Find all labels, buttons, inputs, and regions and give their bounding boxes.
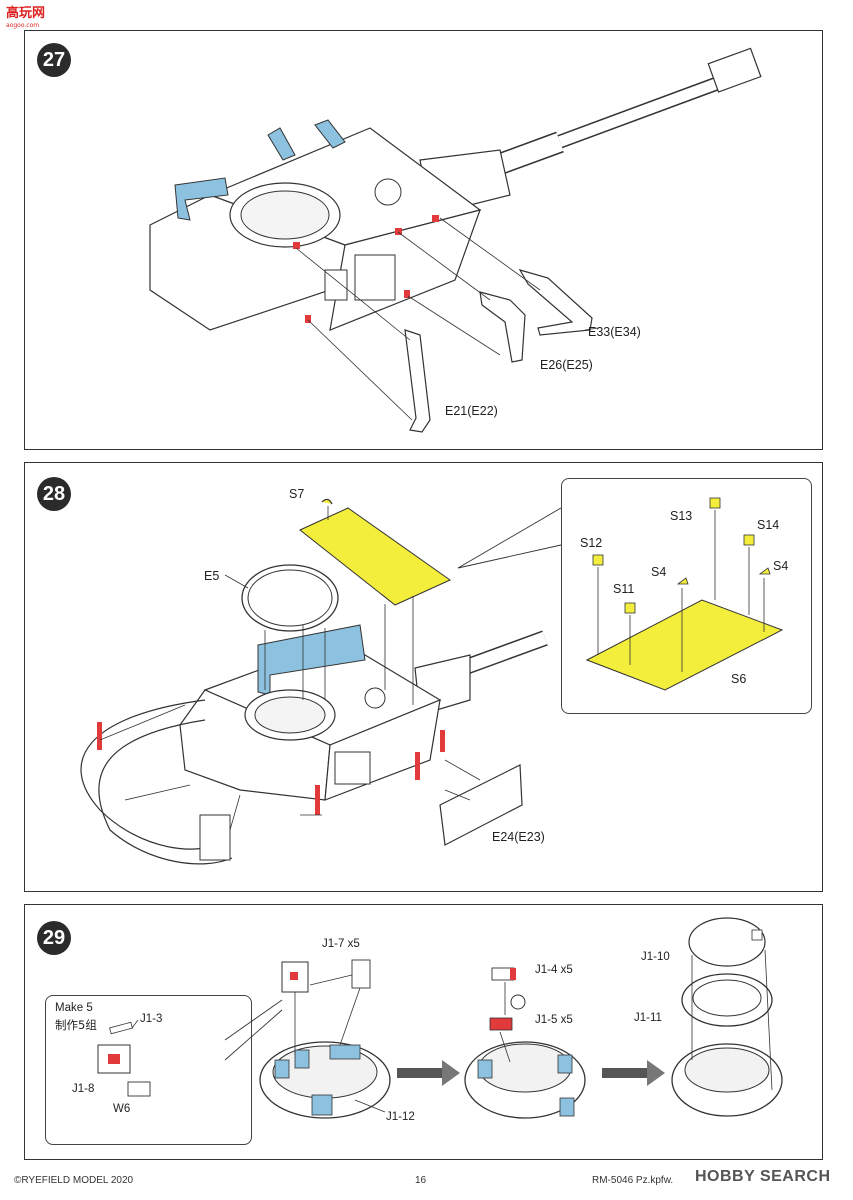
inset-label-s13: S13: [670, 509, 693, 523]
label-j1-10: J1-10: [641, 951, 670, 963]
watermark-subtext: aogoo.com: [6, 22, 40, 29]
label-j1-5: J1-5 x5: [535, 1014, 573, 1026]
footer-product: RM-5046 Pz.kpfw.: [592, 1175, 674, 1186]
step-29-badge: 29: [37, 921, 71, 955]
subassembly-box: [45, 995, 252, 1145]
inset-label-s6: S6: [731, 672, 747, 686]
label-e26: E26(E25): [540, 358, 593, 372]
label-s7: S7: [289, 487, 305, 501]
footer-page-number: 16: [415, 1175, 427, 1186]
inset-label-s14: S14: [757, 518, 780, 532]
inset-label-s12: S12: [580, 536, 603, 550]
label-e5: E5: [204, 569, 220, 583]
label-j1-7: J1-7 x5: [322, 938, 360, 950]
label-e21: E21(E22): [445, 404, 498, 418]
label-j1-12: J1-12: [386, 1111, 415, 1123]
label-j1-4: J1-4 x5: [535, 964, 573, 976]
watermark-text: 高玩网: [6, 6, 46, 21]
subassembly-title-cn: 制作5组: [55, 1018, 97, 1032]
label-e24: E24(E23): [492, 830, 545, 844]
footer-copyright: ©RYEFIELD MODEL 2020: [14, 1175, 134, 1186]
subassembly-title: Make 5: [55, 1002, 93, 1014]
brand-logo: HOBBY SEARCH: [695, 1168, 831, 1185]
watermark-logo: 高玩网 aogoo.com: [6, 2, 45, 29]
label-j1-3: J1-3: [140, 1013, 163, 1025]
label-j1-11: J1-11: [634, 1012, 662, 1024]
inset-label-s4-right: S4: [773, 559, 789, 573]
label-e33: E33(E34): [588, 325, 641, 339]
inset-label-s4-left: S4: [651, 565, 667, 579]
step-27-badge: 27: [37, 43, 71, 77]
step-28-badge: 28: [37, 477, 71, 511]
label-j1-8: J1-8: [72, 1083, 95, 1095]
inset-label-s11: S11: [613, 582, 635, 596]
label-w6: W6: [113, 1103, 131, 1115]
